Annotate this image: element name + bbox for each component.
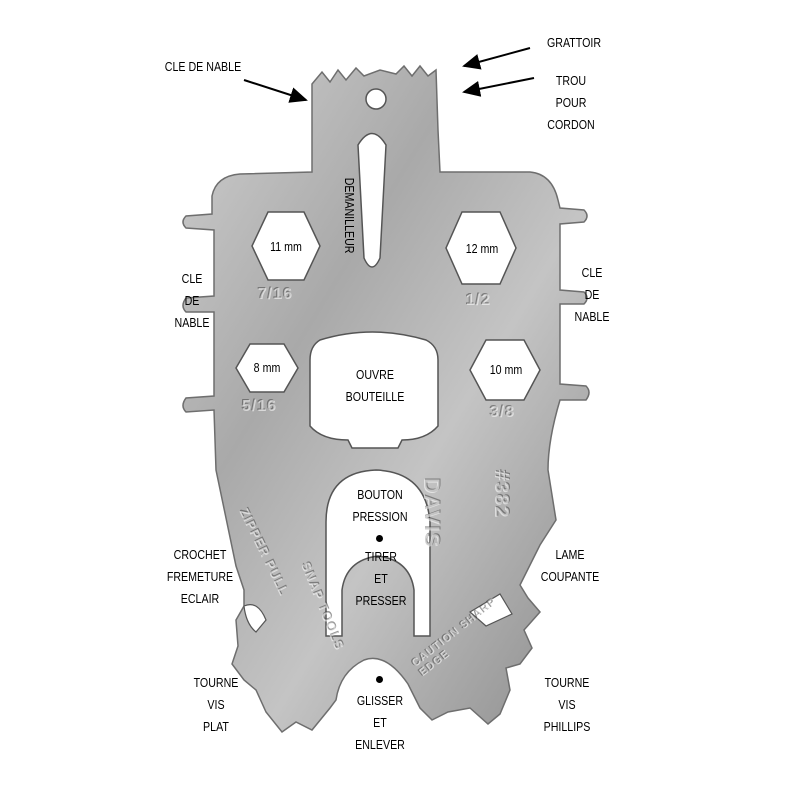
hex-10mm <box>469 339 541 401</box>
cutting-blade-gap <box>468 593 513 627</box>
arrow-cle-de-nable <box>243 79 308 103</box>
hex-8mm <box>235 343 299 393</box>
hex-11mm <box>251 211 321 281</box>
label-tourne-vis-plat: TOURNE VIS PLAT <box>193 675 239 734</box>
hex-12mm <box>445 211 517 285</box>
marker-dot-tirer <box>376 535 383 542</box>
label-crochet-fermeture: CROCHET FREMETURE ECLAIR <box>166 547 234 606</box>
engraving-1-2: 1/2 <box>466 292 492 309</box>
marker-dot-glisser <box>376 676 383 683</box>
shackle-key-slot <box>357 132 387 268</box>
engraving-3-8: 3/8 <box>490 404 516 421</box>
label-bouton-pression: BOUTON PRESSION <box>352 487 408 524</box>
label-glisser-enlever: GLISSER ET ENLEVER <box>355 693 405 752</box>
engraving-model: #382 <box>490 470 512 519</box>
label-tirer-presser: TIRER ET PRESSER <box>355 549 407 608</box>
label-demanilleur: DEMANILLEUR <box>342 177 357 254</box>
label-hex-12: 12 mm <box>465 241 499 256</box>
label-cle-de-nable-right: CLE DE NABLE <box>574 265 610 324</box>
lanyard-hole <box>365 88 387 110</box>
label-grattoir: GRATTOIR <box>546 35 602 50</box>
engraving-brand: DAVIS <box>419 478 444 549</box>
label-cle-de-nable-top: CLE DE NABLE <box>164 59 242 74</box>
snap-button-tool <box>325 469 431 637</box>
engraving-5-16: 5/16 <box>242 398 278 415</box>
label-lame-coupante: LAME COUPANTE <box>540 547 600 584</box>
label-ouvre-bouteille: OUVRE BOUTEILLE <box>345 367 405 404</box>
label-hex-8: 8 mm <box>253 360 281 375</box>
label-cle-de-nable-left: CLE DE NABLE <box>174 271 210 330</box>
zipper-hook <box>243 604 267 633</box>
engraving-7-16: 7/16 <box>258 286 294 303</box>
label-hex-11: 11 mm <box>270 239 302 254</box>
arrow-trou-cordon <box>462 77 535 97</box>
arrow-grattoir <box>462 47 531 70</box>
label-trou-pour-cordon: TROU POUR CORDON <box>547 73 595 132</box>
label-hex-10: 10 mm <box>489 362 523 377</box>
label-tourne-vis-phillips: TOURNE VIS PHILLIPS <box>543 675 591 734</box>
bottle-opener <box>309 331 439 449</box>
